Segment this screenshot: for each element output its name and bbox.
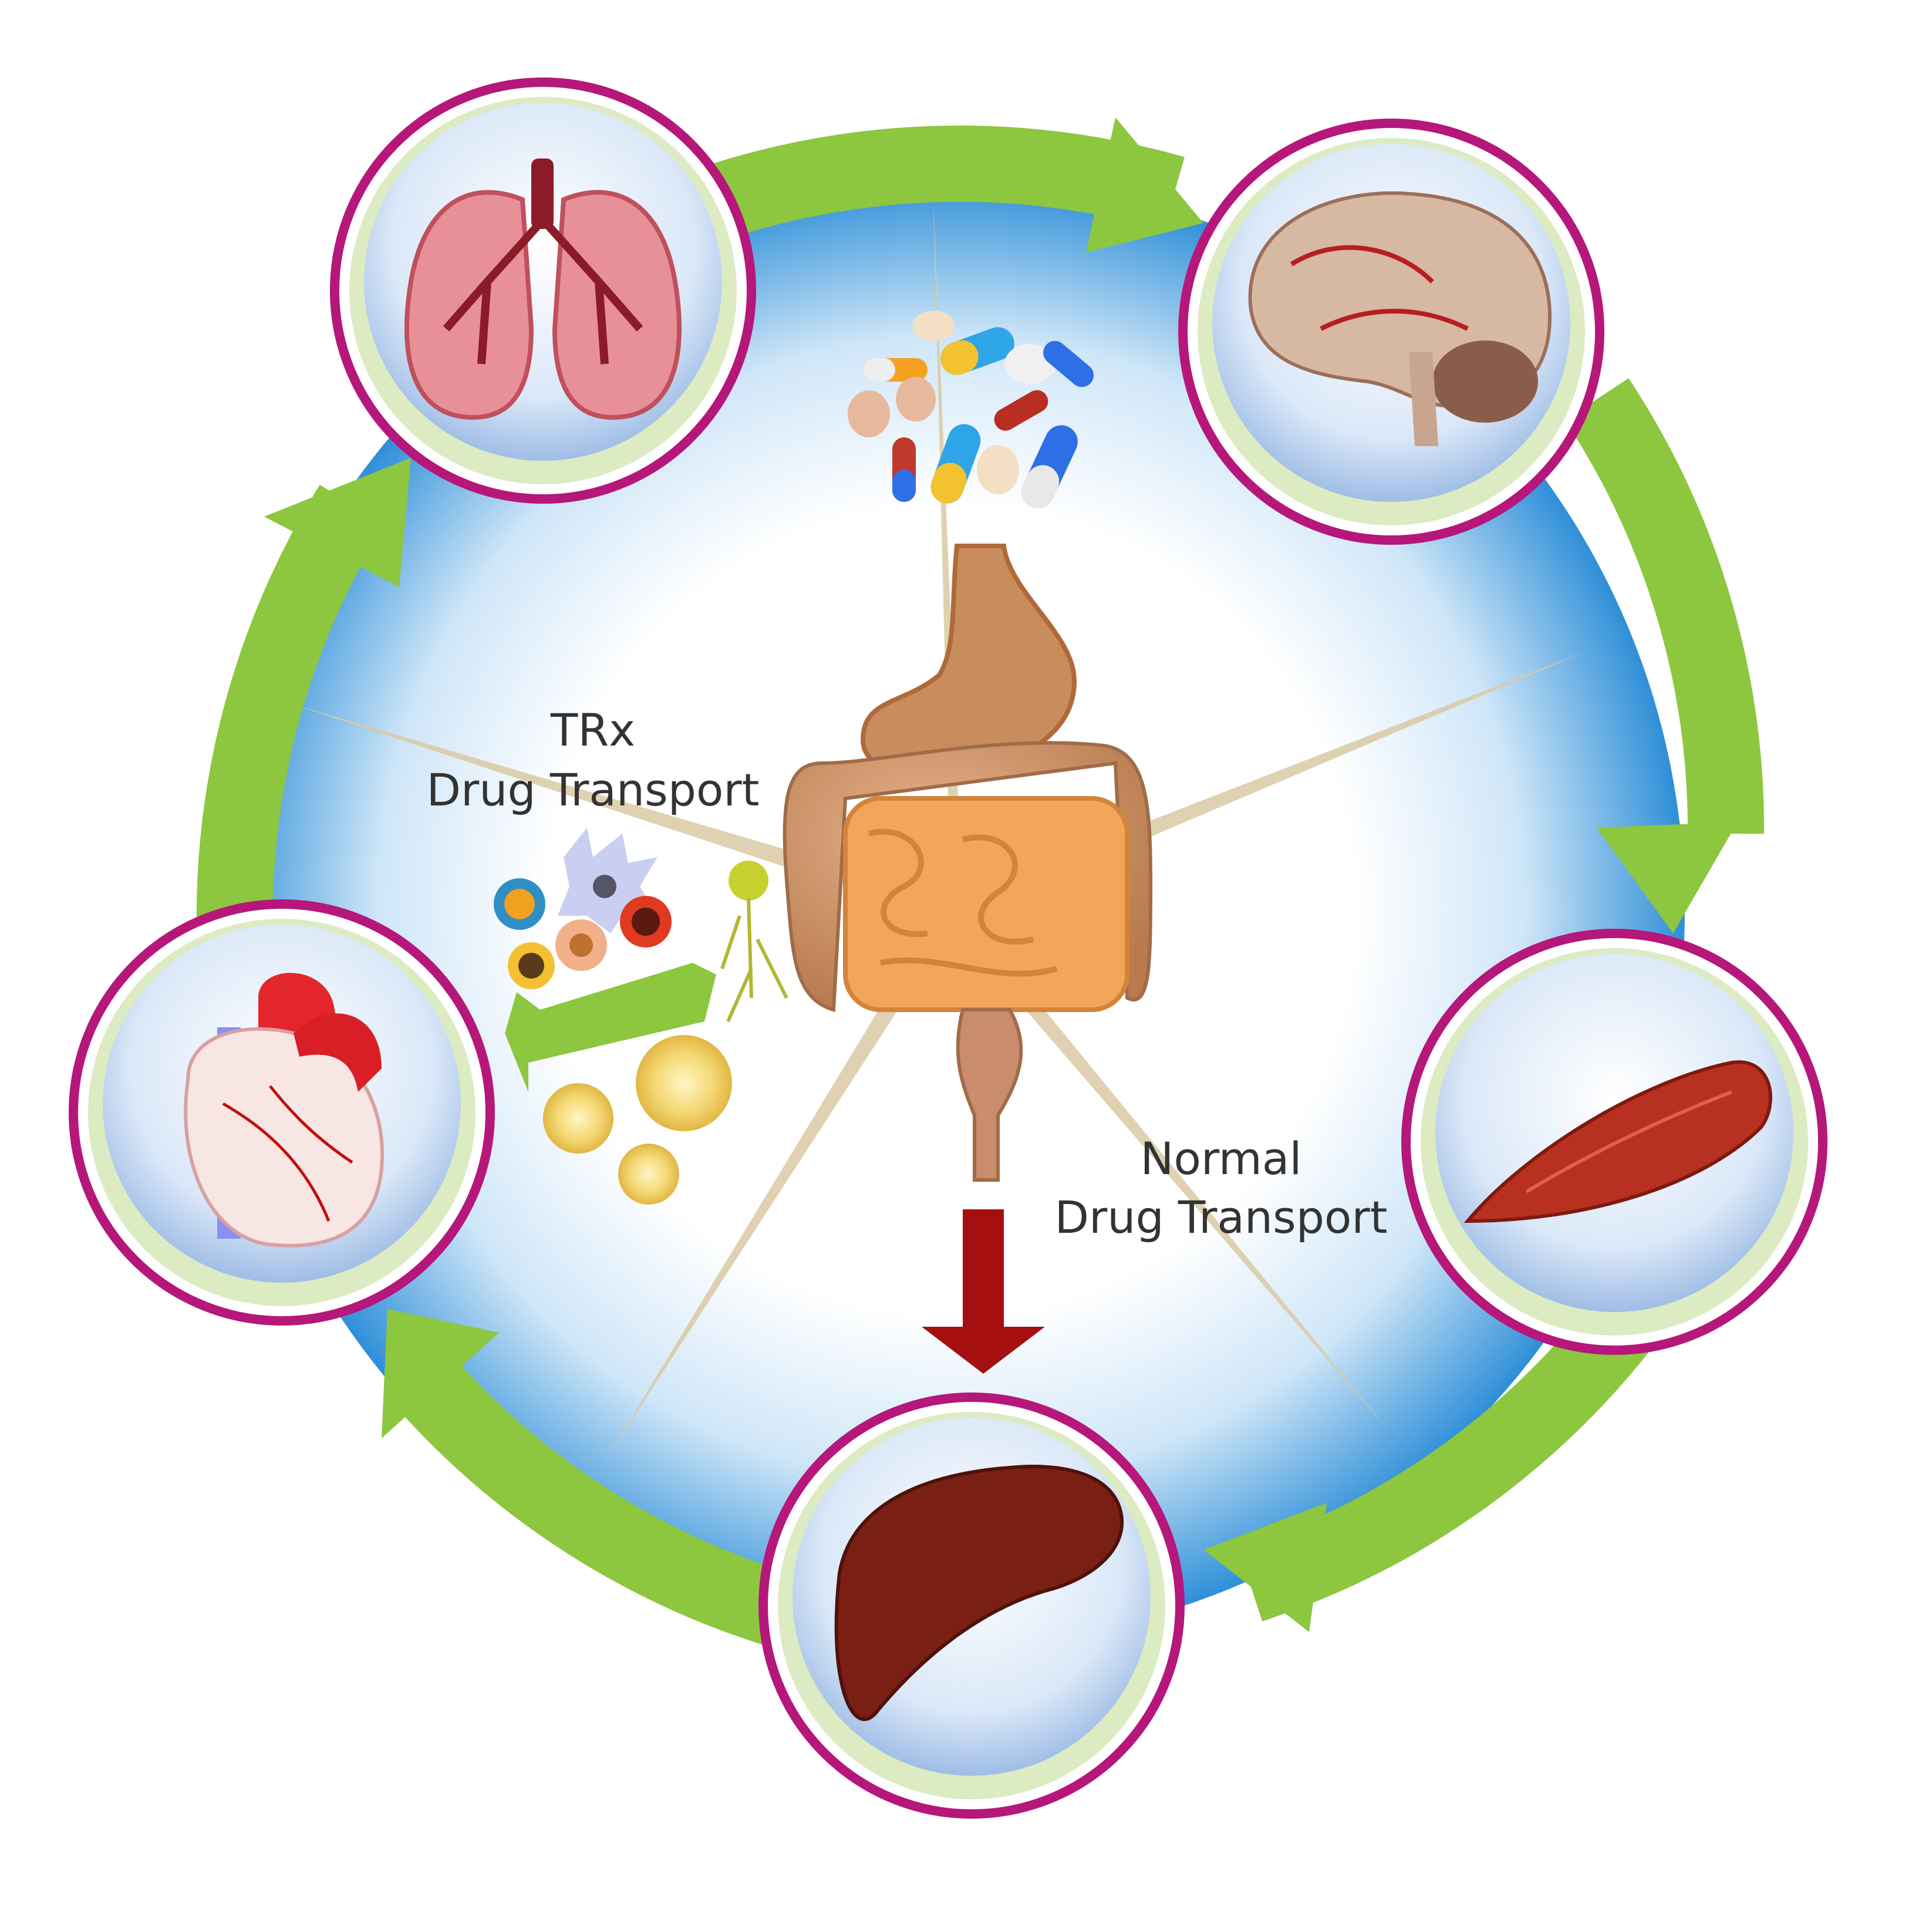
liver-icon [834, 1465, 1124, 1721]
organ-disc-muscle [1401, 929, 1827, 1355]
cycle-arrow [196, 125, 1765, 1646]
pills-illustration [848, 311, 1094, 508]
normal-label-line2: Drug Transport [1055, 1191, 1388, 1243]
organ-disc-heart [69, 899, 495, 1326]
normal-label-line1: Normal [1141, 1132, 1302, 1185]
heart-icon [184, 973, 385, 1247]
digestive-system-illustration [783, 544, 1153, 1182]
trx-label-line2: Drug Transport [427, 764, 760, 816]
brain-icon [1248, 191, 1552, 446]
organ-disc-liver [758, 1392, 1185, 1819]
normal-transport-arrow [922, 1209, 1045, 1374]
immune-cells-illustration [494, 828, 788, 1023]
organ-disc-lungs [330, 77, 756, 504]
trx-label-line1: TRx [550, 704, 635, 756]
lungs-icon [404, 159, 682, 420]
organ-disc-brain [1178, 119, 1604, 545]
cycle-arrowheads [264, 117, 1738, 1632]
muscle-icon [1463, 1060, 1772, 1223]
trx-transport-arrow [505, 963, 716, 1092]
micelles-illustration [543, 1035, 732, 1205]
